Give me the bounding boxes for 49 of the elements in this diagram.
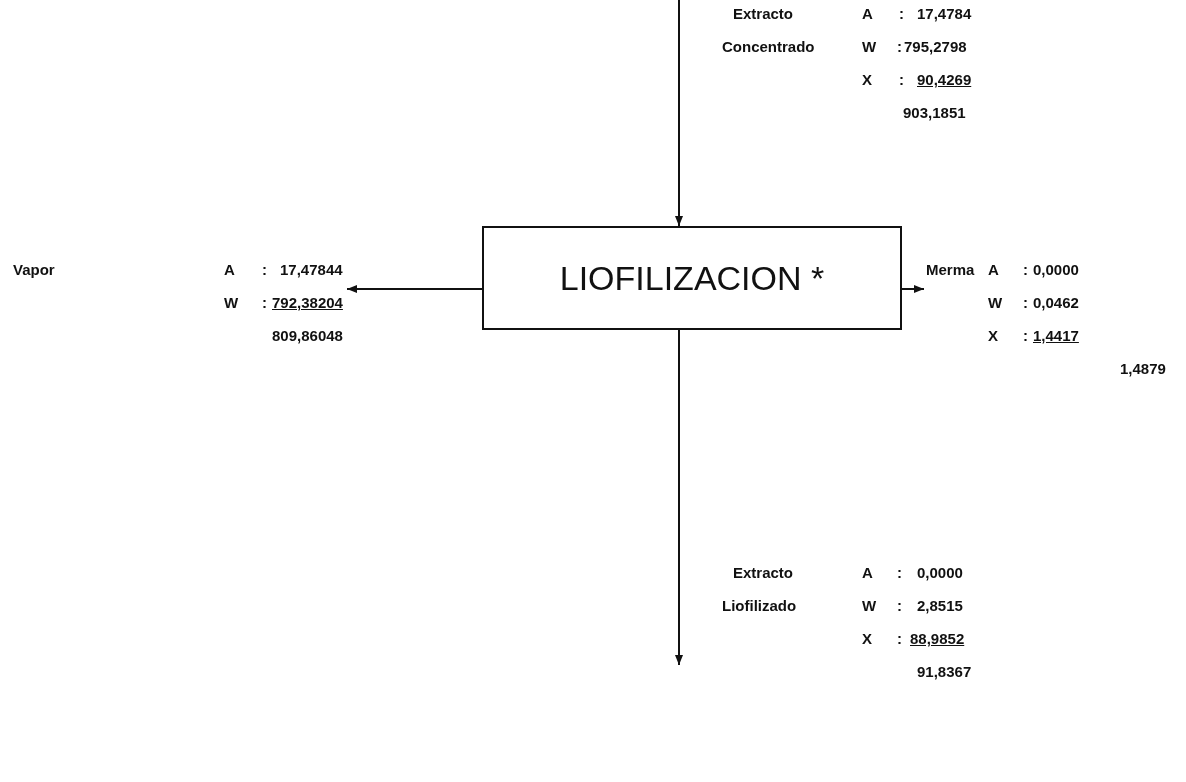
stream-value-label: X — [862, 71, 872, 89]
stream-value-label: A — [224, 261, 235, 279]
stream-value-label: 0,0000 — [1033, 261, 1079, 279]
stream-value-label: : — [897, 38, 902, 56]
stream-value-label: Extracto — [733, 5, 794, 23]
stream-value-label: Vapor — [13, 261, 55, 279]
process-box — [482, 226, 902, 330]
stream-value-label: Liofilizado — [722, 597, 797, 615]
stream-value-label: X — [862, 630, 872, 648]
stream-value-label: 0,0462 — [1033, 294, 1079, 312]
stream-value-label: 88,9852 — [910, 630, 965, 648]
stream-value-label: A — [862, 564, 873, 582]
stream-value-label: : — [262, 294, 267, 312]
stream-value-label: : — [899, 71, 904, 89]
stream-value-label: A — [862, 5, 873, 23]
stream-value-label: : — [897, 597, 902, 615]
stream-value-label: 795,2798 — [904, 38, 967, 56]
stream-value-label: A — [988, 261, 999, 279]
stream-value-label: 91,8367 — [917, 663, 972, 681]
stream-value-label: : — [262, 261, 267, 279]
stream-value-label: W — [862, 38, 877, 56]
stream-value-label: W — [862, 597, 877, 615]
process-label: LIOFILIZACION * — [559, 258, 825, 298]
stream-value-label: Extracto — [733, 564, 794, 582]
stream-value-label: 809,86048 — [272, 327, 343, 345]
stream-value-label: : — [897, 564, 902, 582]
arrow — [675, 0, 683, 227]
stream-value-label: : — [897, 630, 902, 648]
stream-value-label: 90,4269 — [917, 71, 972, 89]
stream-value-label: Merma — [926, 261, 975, 279]
stream-value-label: 2,8515 — [917, 597, 963, 615]
stream-value-label: : — [1023, 294, 1028, 312]
stream-value-label: 1,4879 — [1120, 360, 1166, 378]
arrow — [346, 285, 483, 293]
stream-value-label: 903,1851 — [903, 104, 966, 122]
stream-value-label: 17,4784 — [917, 5, 972, 23]
stream-value-label: 792,38204 — [272, 294, 343, 312]
stream-value-label: X — [988, 327, 998, 345]
stream-value-label: 1,4417 — [1033, 327, 1079, 345]
stream-value-label: 17,47844 — [280, 261, 343, 279]
stream-value-label: 0,0000 — [917, 564, 963, 582]
arrow — [901, 285, 925, 293]
stream-value-label: : — [1023, 327, 1028, 345]
stream-value-label: W — [224, 294, 239, 312]
stream-value-label: W — [988, 294, 1003, 312]
stream-value-label: Concentrado — [722, 38, 815, 56]
arrow — [675, 329, 683, 666]
stream-value-label: : — [1023, 261, 1028, 279]
stream-value-label: : — [899, 5, 904, 23]
